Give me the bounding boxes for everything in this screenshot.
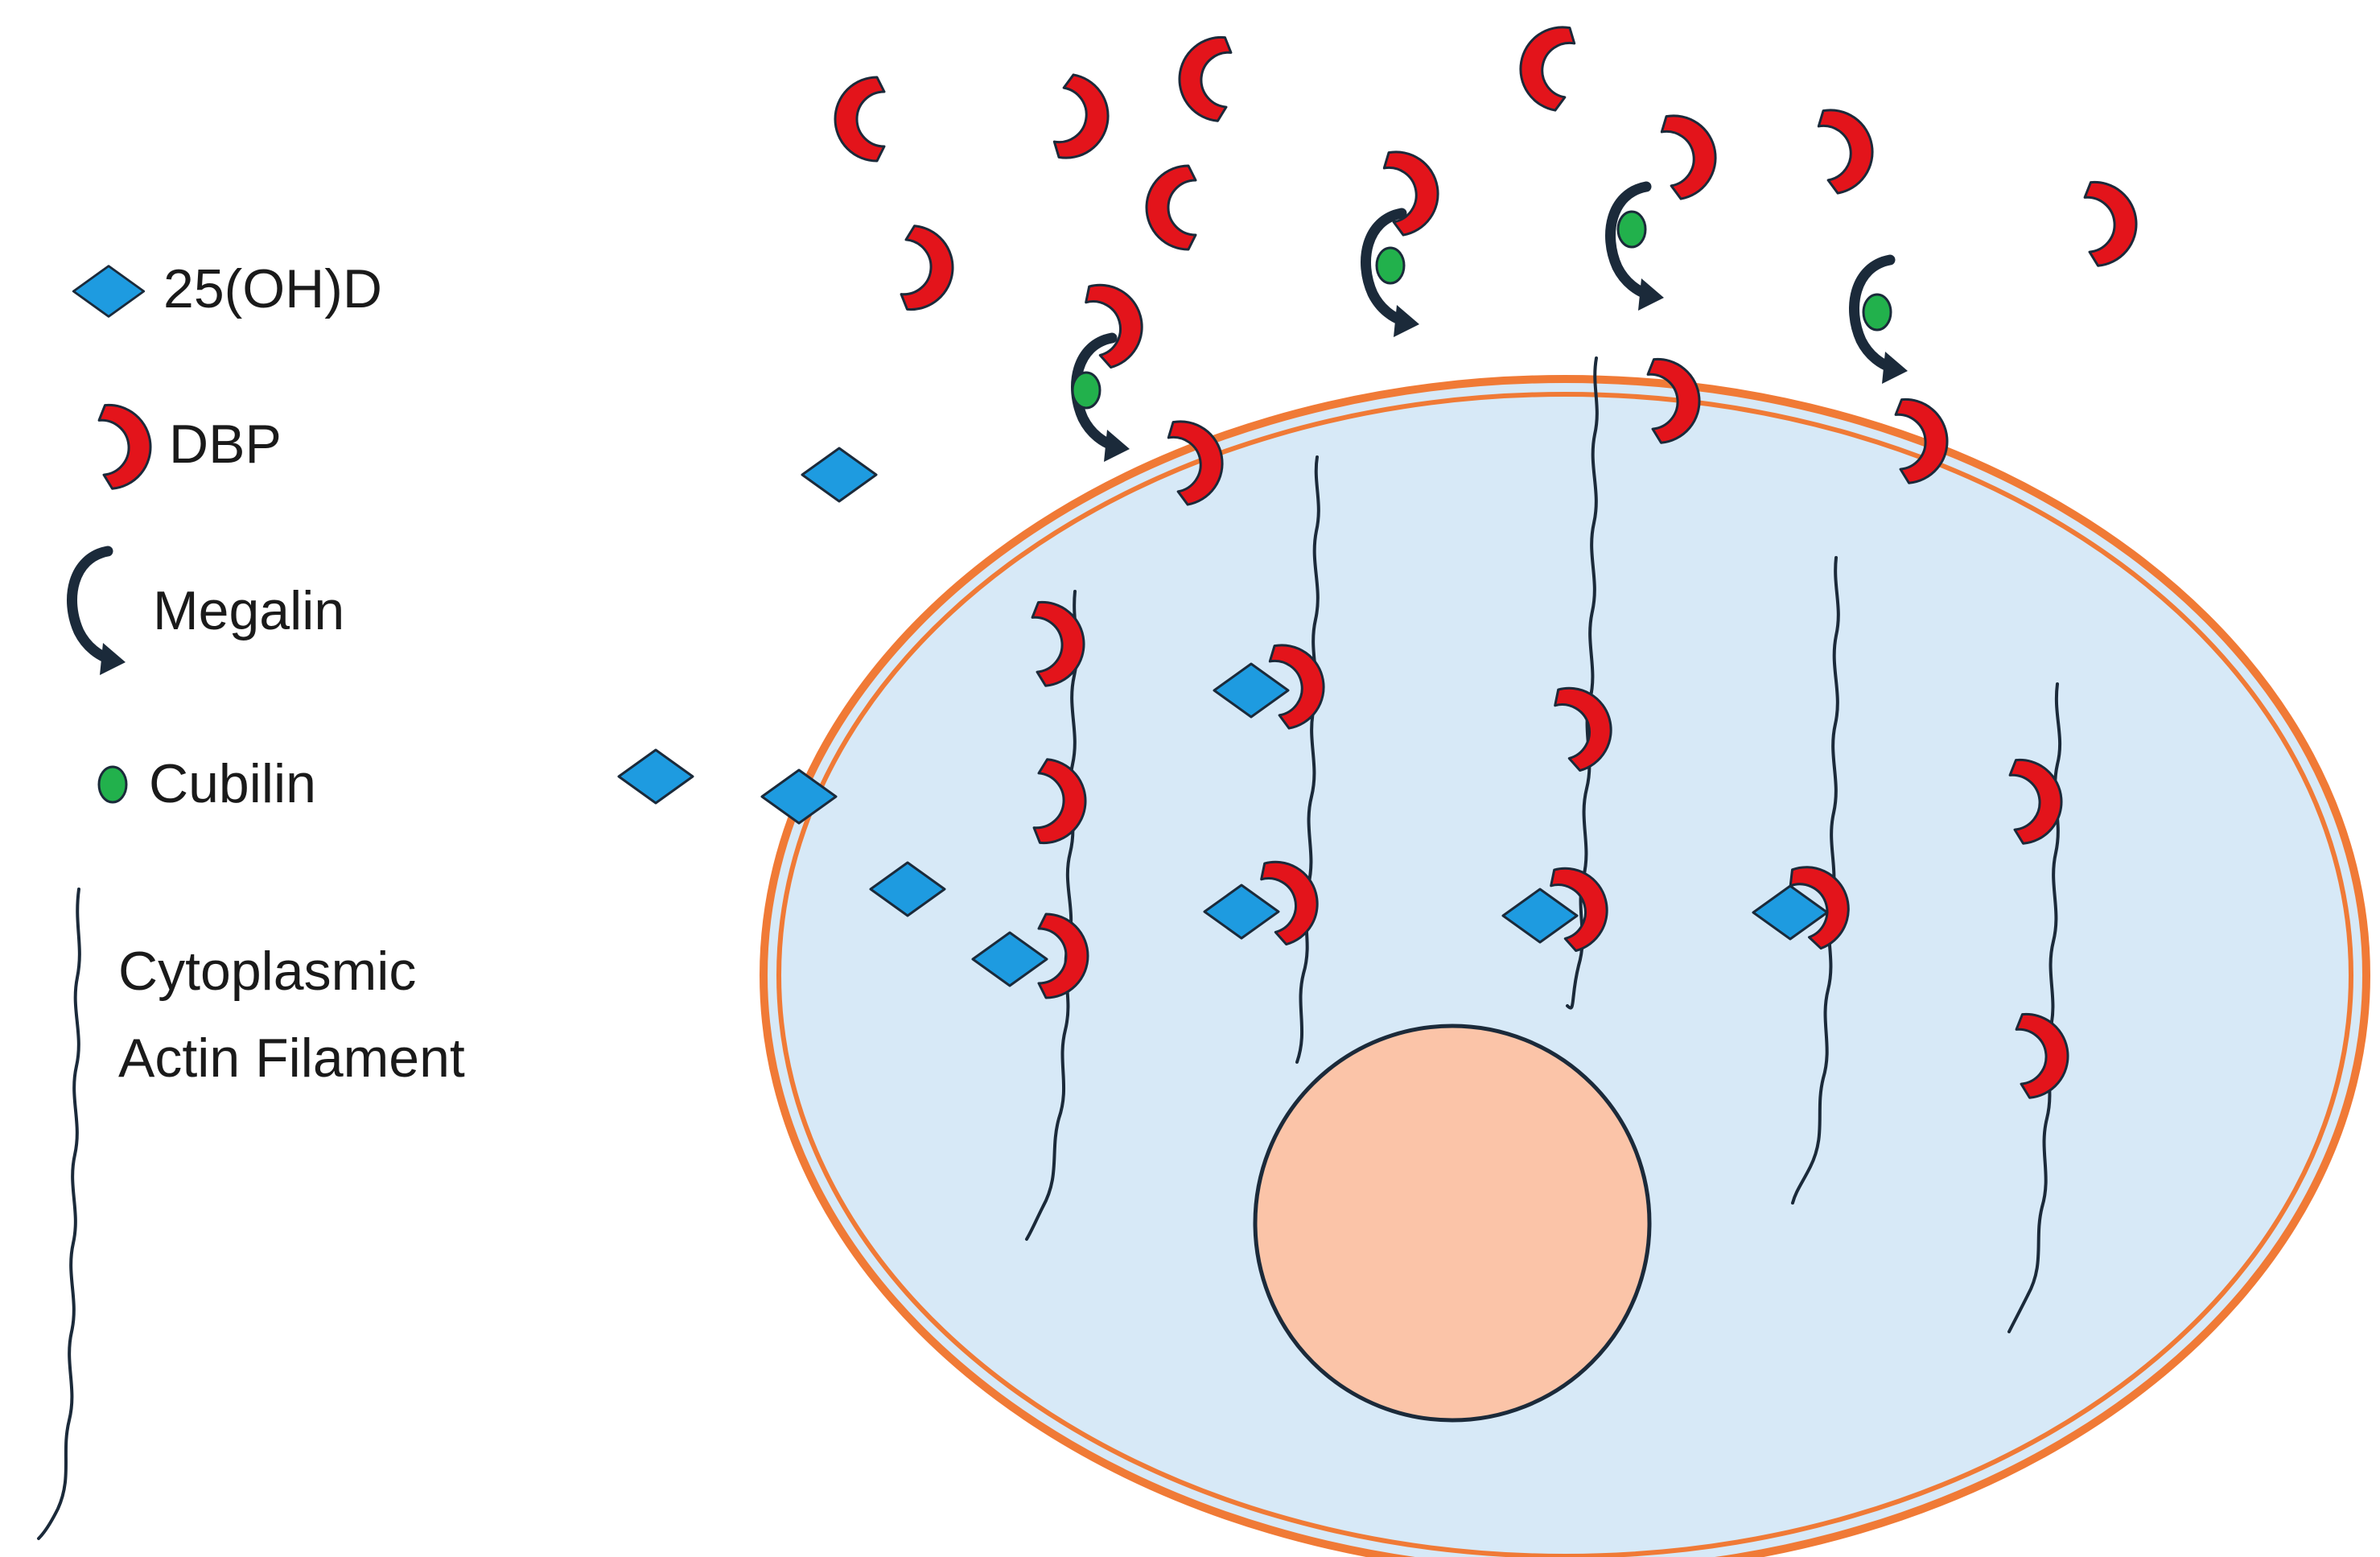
legend-label-megalin: Megalin [153, 580, 344, 641]
dbp-crescent [1050, 72, 1116, 166]
legend: 25(OH)D DBP Megalin Cubilin Cytoplasmic … [37, 258, 465, 1540]
cubilin-dot [1862, 293, 1892, 332]
dbp-crescent [1145, 164, 1197, 251]
dbp-crescent [1175, 32, 1233, 123]
actin-filament [1295, 455, 1320, 1064]
cubilin-dot [1071, 371, 1101, 410]
legend-label-actin-line1: Cytoplasmic [118, 941, 416, 1002]
legend-item-dbp: DBP [97, 400, 282, 491]
legend-item-cubilin: Cubilin [97, 753, 316, 814]
cubilin-dot [1616, 210, 1647, 249]
dbp-crescent-icon [97, 400, 155, 491]
dbp-crescent [834, 76, 886, 163]
megalin-hook-icon [72, 551, 126, 675]
dbp-crescent [2082, 177, 2141, 268]
legend-label-25ohd: 25(OH)D [163, 258, 382, 319]
wavy-line-icon [37, 888, 81, 1540]
dbp-crescent [1081, 274, 1153, 371]
nucleus [1253, 1024, 1652, 1423]
legend-item-25ohd: 25(OH)D [72, 258, 382, 319]
legend-label-cubilin: Cubilin [149, 753, 316, 814]
dbp-crescent [1814, 102, 1880, 196]
cell-membrane-inner [776, 392, 2353, 1557]
vitamin-d-diamond-icon [72, 265, 146, 318]
cubilin-dot-icon [97, 765, 128, 804]
cubilin-dot [1375, 246, 1406, 285]
legend-label-actin-line2: Actin Filament [118, 1028, 465, 1089]
dbp-crescent [1380, 144, 1446, 238]
dbp-crescent [1513, 19, 1579, 113]
dbp-crescent [1657, 108, 1723, 202]
cell [760, 375, 2370, 1557]
extracellular-dbp [834, 19, 2141, 315]
cell-membrane-outer [760, 375, 2370, 1557]
megalin-receptor [1611, 187, 1664, 311]
vitamin-d-diamond [617, 748, 694, 805]
legend-item-actin: Cytoplasmic Actin Filament [37, 888, 465, 1540]
vitamin-d-diamond [801, 447, 878, 503]
legend-item-megalin: Megalin [72, 551, 344, 675]
legend-label-dbp: DBP [169, 414, 282, 475]
dbp-crescent [899, 224, 957, 315]
legend-label-actin: Cytoplasmic Actin Filament [118, 941, 465, 1089]
